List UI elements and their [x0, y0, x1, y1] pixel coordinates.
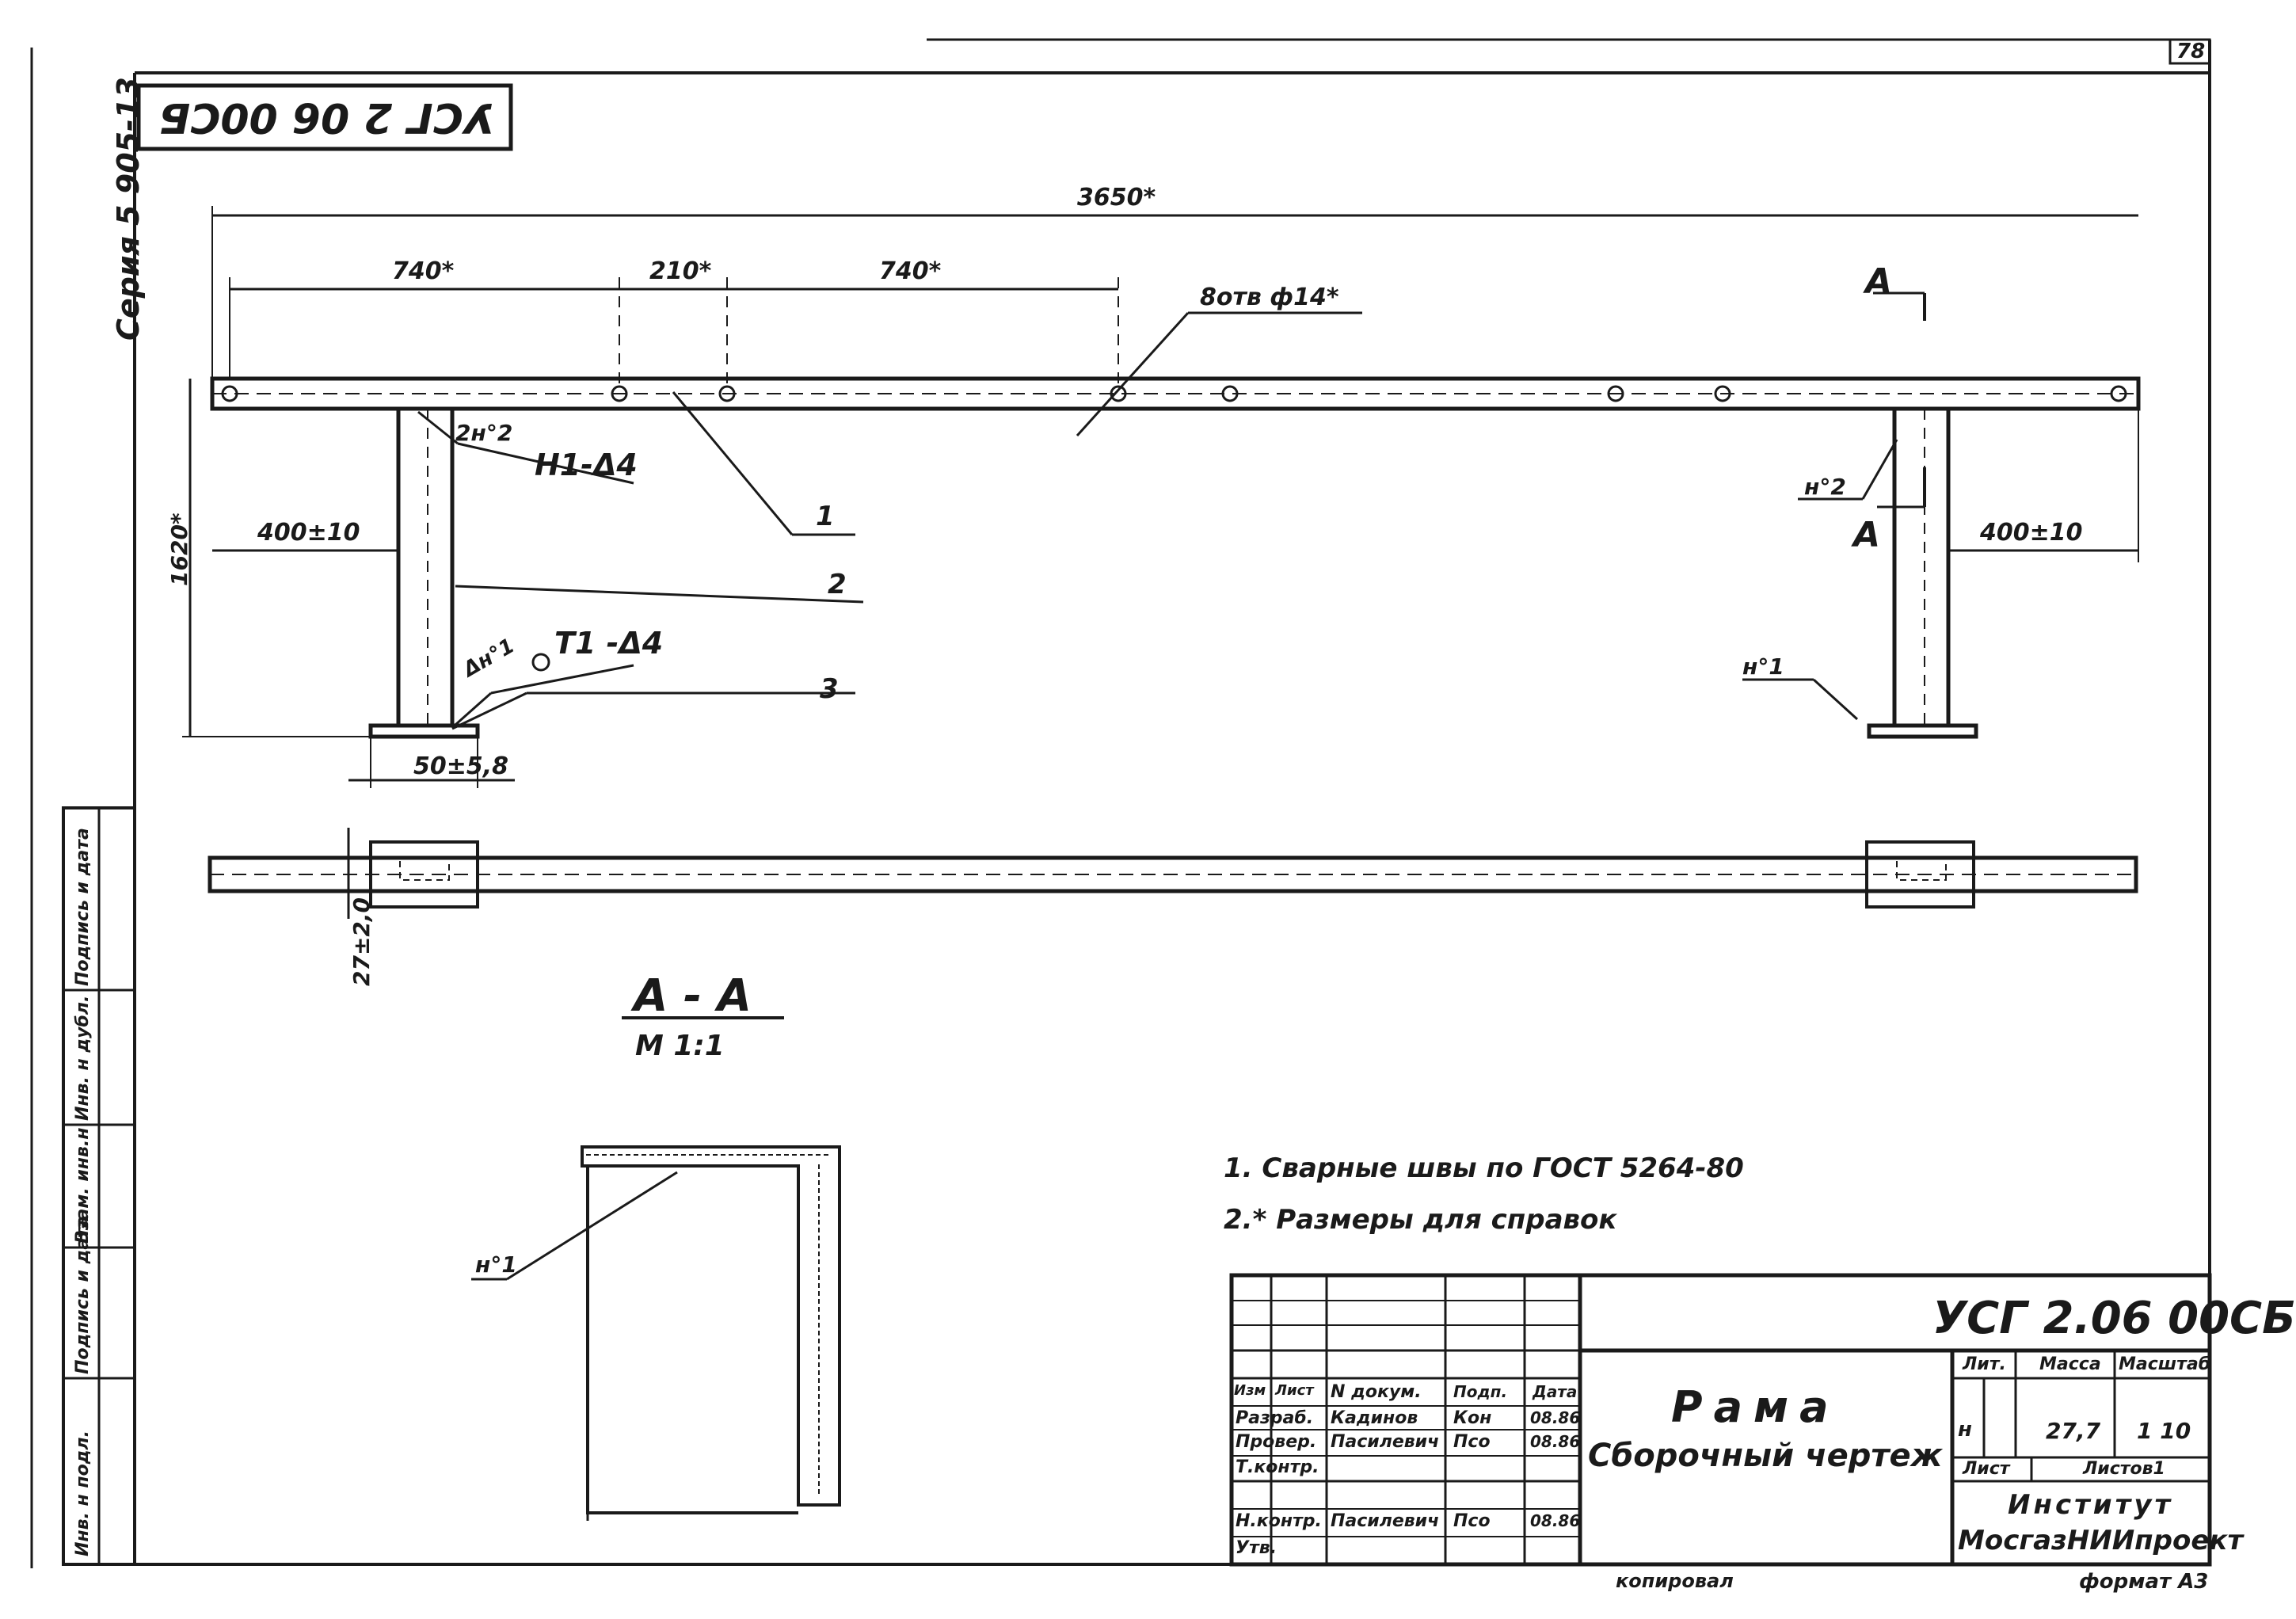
beam-holes: [221, 385, 2127, 402]
tb-row-role: Провер.: [1236, 1432, 1317, 1452]
title-block-code: УСГ 2.06 00СБ: [1932, 1293, 2296, 1344]
tb-mass-label: Масса: [2039, 1354, 2101, 1374]
tb-mass-value: 27,7: [2046, 1418, 2101, 1444]
dim-leg-offset-left: 400±10: [257, 519, 360, 547]
tb-header-list: Лист: [1275, 1382, 1314, 1399]
tb-sheet-label: Лист: [1963, 1459, 2010, 1479]
tb-header-doc: N докум.: [1331, 1382, 1422, 1402]
tb-row-name: Пасилевич: [1331, 1511, 1440, 1531]
tb-institute-1: Институт: [2008, 1489, 2174, 1521]
side-stamp-sign-date-2: Подпись и дата: [73, 828, 93, 986]
note-1: 1. Сварные швы по ГОСТ 5264-80: [1224, 1152, 1744, 1184]
tb-row-role: Утв.: [1236, 1538, 1277, 1558]
weld-callout-right-bottom: н°1: [1742, 653, 1784, 680]
tb-row-role: Т.контр.: [1236, 1457, 1319, 1477]
dim-seg-right: 740*: [879, 257, 942, 285]
frame-elevation: [182, 206, 2141, 788]
tb-lit-value: н: [1958, 1418, 1972, 1442]
frame-plan: [208, 828, 2138, 919]
side-stamp-vzam: Взам. инв.н: [73, 1127, 93, 1244]
tb-row-name: Кадинов: [1331, 1408, 1418, 1428]
part-label-1: 1: [816, 501, 835, 532]
tb-scale-label: Масштаб: [2119, 1354, 2211, 1374]
rotated-drawing-code: УСГ 2 06 00СБ: [158, 93, 495, 141]
tb-row-date: 08.86: [1530, 1511, 1581, 1530]
dim-base-width: 50±5,8: [413, 752, 509, 780]
tb-row-date: 08.86: [1530, 1432, 1581, 1451]
tb-row-sign: Псо: [1453, 1432, 1491, 1452]
tb-scale-value: 1 10: [2137, 1418, 2191, 1444]
section-view: [471, 1016, 841, 1521]
format-label: формат А3: [2079, 1570, 2209, 1594]
title-block-name: Рама: [1671, 1382, 1840, 1432]
dim-seg-mid: 210*: [649, 257, 712, 285]
tb-header-izm: Изм: [1234, 1382, 1266, 1399]
tb-header-date: Дата: [1533, 1382, 1578, 1401]
title-block-subtitle: Сборочный чертеж: [1588, 1438, 1943, 1474]
side-stamp-grid: [62, 806, 136, 1566]
page-number: 78: [2176, 40, 2206, 63]
dim-bottom: 27±2,0: [348, 897, 375, 986]
tb-institute-2: МосгазНИИпроект: [1958, 1525, 2244, 1556]
tb-row-sign: Псо: [1453, 1511, 1491, 1531]
dim-overall-length: 3650*: [1077, 184, 1156, 211]
title-block-grid: [1229, 1273, 2212, 1567]
tb-lit-label: Лит.: [1963, 1354, 2006, 1374]
section-weld-callout: н°1: [475, 1251, 517, 1278]
tb-row-role: Разраб.: [1236, 1408, 1314, 1428]
note-2: 2.* Размеры для справок: [1224, 1204, 1617, 1236]
rotated-code-box: [136, 83, 513, 151]
dim-height: 1620*: [166, 512, 192, 586]
weld-callout-right-top: н°2: [1804, 474, 1846, 500]
section-title: А - А: [634, 970, 752, 1022]
weld-spec-top: Н1-Δ4: [535, 448, 638, 482]
dim-seg-left: 740*: [392, 257, 455, 285]
side-stamp-inv-podl: Инв. н подл.: [73, 1430, 93, 1556]
section-arrow-label-mid: А: [1853, 515, 1881, 555]
tb-row-date: 08.86: [1530, 1408, 1581, 1427]
series-label: Серия 5 905-13: [111, 77, 146, 341]
dim-holes: 8отв ф14*: [1200, 284, 1339, 311]
side-stamp-inv-dubl: Инв. н дубл.: [73, 995, 93, 1121]
tb-sheets-label: Листов1: [2083, 1459, 2165, 1479]
weld-callout-top: 2н°2: [455, 420, 513, 446]
part-label-2: 2: [828, 569, 847, 600]
dim-leg-offset-right: 400±10: [1980, 519, 2083, 547]
tb-row-role: Н.контр.: [1236, 1511, 1322, 1531]
copied-by-label: копировал: [1616, 1570, 1734, 1592]
part-label-3: 3: [820, 673, 839, 705]
section-arrow-label-top: А: [1865, 261, 1893, 302]
tb-header-sign: Подп.: [1453, 1382, 1508, 1401]
weld-spec-bottom: Т1 -Δ4: [554, 626, 664, 661]
tb-row-name: Пасилевич: [1331, 1432, 1440, 1452]
tb-row-sign: Кон: [1453, 1408, 1492, 1428]
section-scale: М 1:1: [635, 1030, 725, 1062]
